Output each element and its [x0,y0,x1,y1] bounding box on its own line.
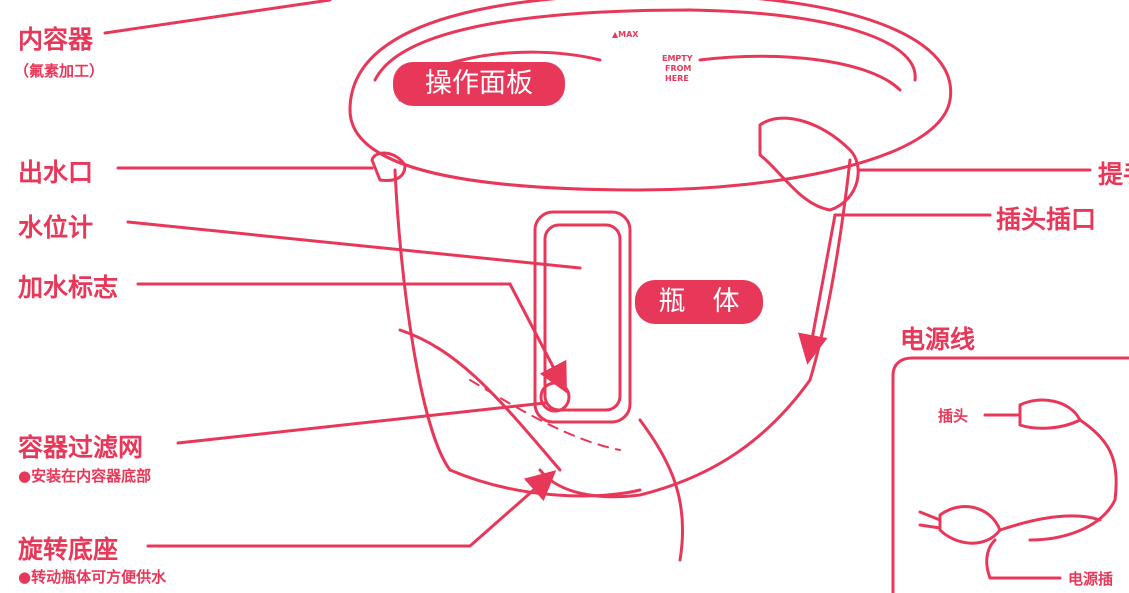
label-base-note: ●转动瓶体可方便供水 [18,566,166,587]
label-outlet: 出水口 [18,153,93,189]
label-cord-partial: 电源插 [1068,568,1113,589]
label-filter: 容器过滤网 [18,428,143,464]
label-plug: 插头 [938,405,968,426]
label-plug-socket: 插头插口 [996,200,1096,236]
scale-empty: EMPTY [662,54,693,63]
scale-max: ▲MAX [612,30,638,39]
label-handle: 提手 [1098,155,1129,191]
scale-from: FROM [665,64,691,73]
handle-outline [760,118,858,210]
label-inner-container: 内容器 [18,20,93,56]
cord-box [893,358,1129,593]
label-water-gauge: 水位计 [18,208,93,244]
gauge-window [535,212,630,422]
label-filter-note: ●安装在内容器底部 [18,465,151,486]
body-label: 瓶 体 [635,280,763,324]
label-fluorine: （氟素加工） [14,60,104,81]
body-outline [395,170,450,470]
scale-here: HERE [665,74,689,83]
operation-panel-label: 操作面板 [393,62,565,106]
label-fill-mark: 加水标志 [18,268,118,304]
label-power-cord: 电源线 [900,320,975,356]
label-rotating-base: 旋转底座 [18,530,118,566]
